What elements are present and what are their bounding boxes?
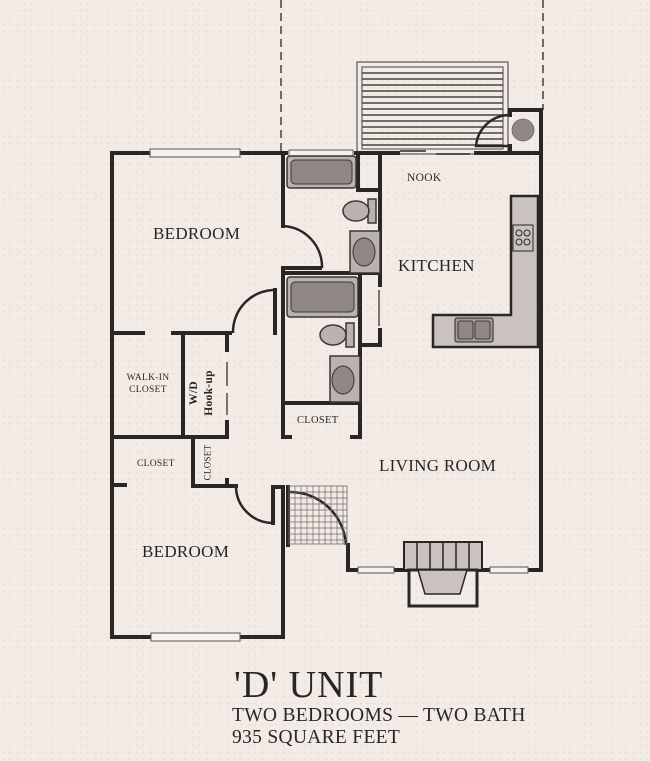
window-living-right bbox=[489, 566, 529, 574]
window-living-left bbox=[357, 566, 395, 574]
bathroom-2-fixtures bbox=[286, 276, 361, 403]
kitchen-sink-icon bbox=[454, 317, 494, 343]
unit-subtitle: TWO BEDROOMS — TWO BATH bbox=[232, 705, 526, 726]
windows bbox=[149, 148, 529, 642]
room-label-bedroom-bottom: BEDROOM bbox=[142, 542, 230, 561]
toilet-icon bbox=[319, 322, 355, 348]
patio-deck bbox=[356, 61, 509, 155]
sink-icon bbox=[349, 230, 381, 274]
room-label-nook: NOOK bbox=[407, 172, 442, 184]
patio-boundary bbox=[280, 0, 544, 152]
room-label-living-room: LIVING ROOM bbox=[379, 456, 497, 475]
exterior-walls bbox=[110, 151, 543, 639]
window-bath-top bbox=[288, 149, 354, 157]
kitchen-counter bbox=[431, 194, 540, 349]
stove-icon bbox=[512, 224, 534, 252]
door-entry bbox=[289, 490, 348, 546]
fireplace-icon bbox=[403, 541, 483, 608]
walk-in-line1: WALK-IN bbox=[126, 373, 170, 383]
door-bath-top bbox=[282, 224, 324, 269]
room-label-closet-hall: CLOSET bbox=[202, 444, 213, 481]
wd-line2: Hook-up bbox=[203, 370, 215, 416]
title-block: 'D' UNIT TWO BEDROOMS — TWO BATH 935 SQU… bbox=[232, 665, 526, 749]
room-label-kitchen: KITCHEN bbox=[398, 256, 475, 275]
room-label-wd-hookup: W/D Hook-up bbox=[187, 363, 223, 423]
doors bbox=[226, 224, 380, 546]
sink-icon bbox=[329, 355, 361, 403]
room-label-closet-bedroom: CLOSET bbox=[137, 459, 175, 469]
walk-in-line2: CLOSET bbox=[129, 385, 167, 395]
wd-line1: W/D bbox=[188, 381, 200, 405]
window-bedroom-bottom bbox=[150, 632, 241, 642]
unit-title: 'D' UNIT bbox=[234, 664, 384, 706]
toilet-icon bbox=[342, 198, 377, 224]
door-bedroom-bottom bbox=[234, 485, 274, 525]
room-label-bedroom-top: BEDROOM bbox=[153, 224, 241, 243]
room-label-closet-bath: CLOSET bbox=[297, 415, 339, 426]
entry-tile bbox=[288, 485, 348, 545]
door-bedroom-top bbox=[231, 288, 276, 334]
unit-area: 935 SQUARE FEET bbox=[232, 727, 401, 748]
bathroom-1-fixtures bbox=[286, 155, 381, 274]
window-bedroom-top bbox=[149, 148, 241, 158]
water-heater-icon bbox=[511, 118, 535, 142]
room-label-walk-in-closet: WALK-IN CLOSET bbox=[120, 372, 176, 396]
